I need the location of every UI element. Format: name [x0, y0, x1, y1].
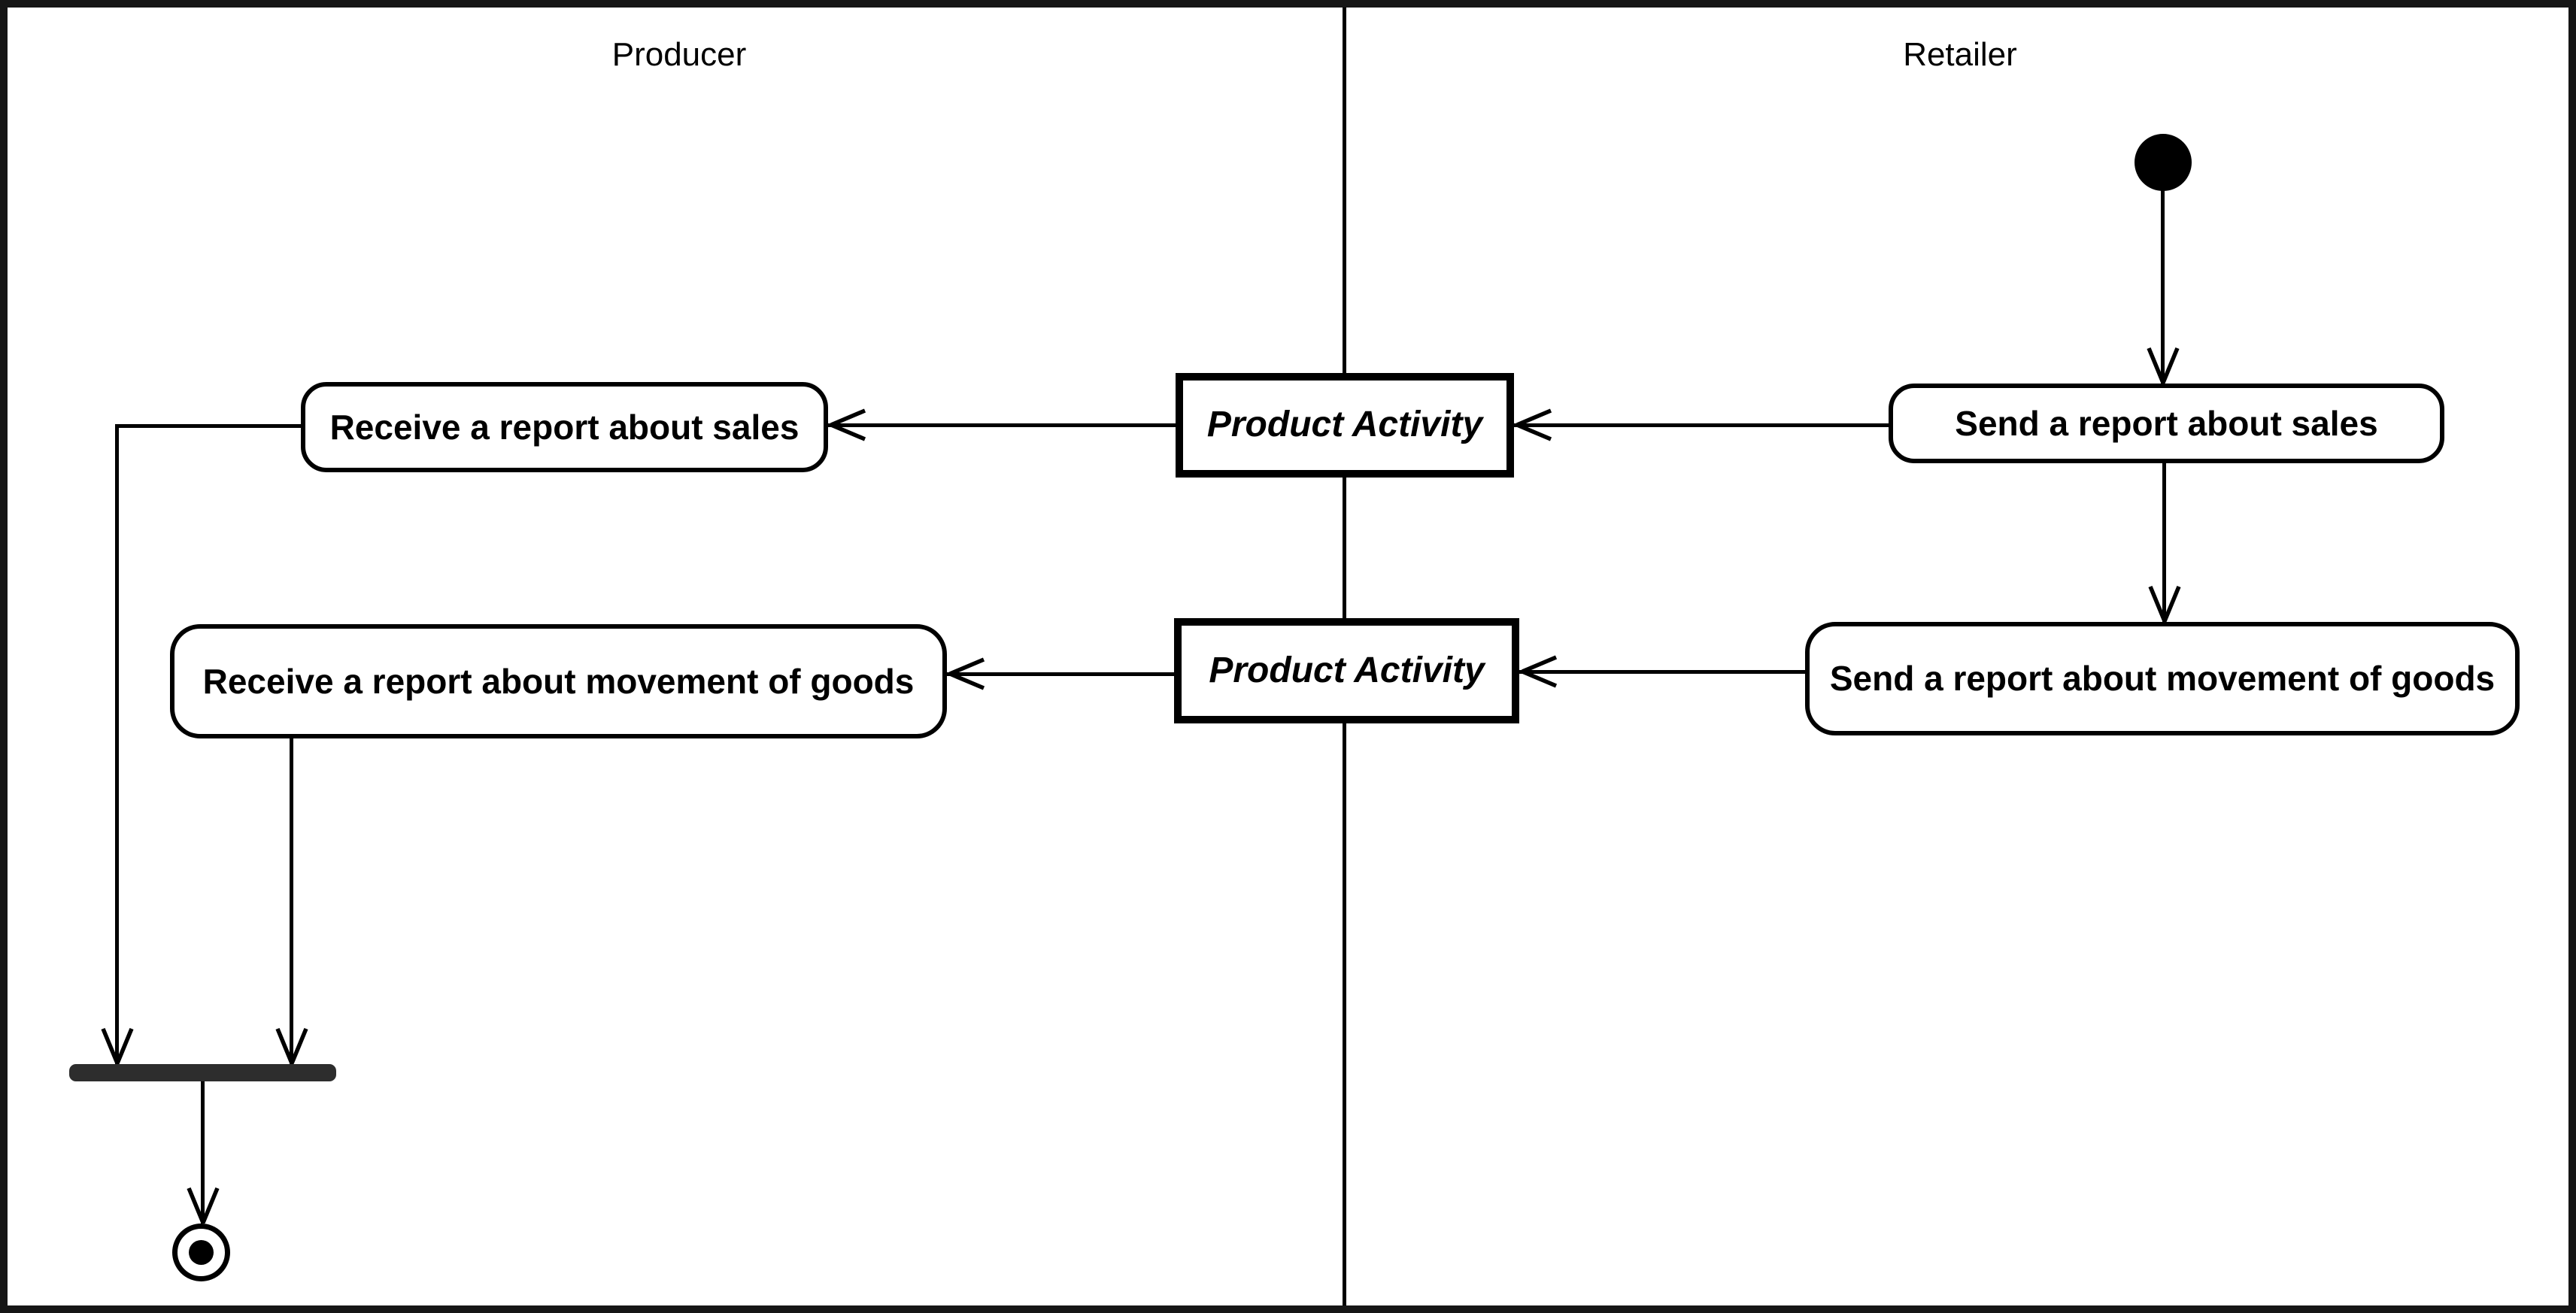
initial-node [2135, 134, 2192, 191]
edge-product-activity-2-to-receive-goods [947, 672, 1174, 676]
action-label: Send a report about sales [1955, 403, 2378, 443]
arrowhead-down-icon [2147, 346, 2180, 385]
edge-receive-sales-to-join-vertical [115, 424, 119, 1064]
final-node [172, 1224, 230, 1281]
edge-start-to-send-sales [2161, 190, 2165, 384]
action-label: Send a report about movement of goods [1829, 659, 2496, 699]
edge-receive-sales-to-join-horizontal [117, 424, 301, 428]
action-send-report-about-sales: Send a report about sales [1889, 384, 2444, 463]
object-node-label: Product Activity [1209, 650, 1485, 690]
join-synchronization-bar [69, 1064, 336, 1081]
arrowhead-down-icon [187, 1186, 220, 1225]
object-node-product-activity-2: Product Activity [1174, 618, 1519, 723]
arrowhead-down-icon [275, 1026, 308, 1066]
action-send-report-about-movement-of-goods: Send a report about movement of goods [1805, 622, 2520, 735]
action-label: Receive a report about movement of goods [202, 661, 915, 701]
lane-title-retailer: Retailer [1903, 36, 2017, 73]
arrowhead-left-icon [1514, 408, 1553, 441]
edge-receive-goods-to-join [290, 738, 293, 1064]
arrowhead-left-icon [828, 408, 867, 441]
object-node-product-activity-1: Product Activity [1176, 373, 1514, 478]
final-node-dot [189, 1240, 214, 1265]
arrowhead-left-icon [1519, 655, 1558, 688]
edge-send-sales-to-product-activity-1 [1514, 423, 1889, 427]
action-receive-report-about-sales: Receive a report about sales [301, 382, 828, 472]
object-node-label: Product Activity [1206, 405, 1483, 445]
lane-title-producer: Producer [611, 36, 747, 73]
edge-join-to-end [201, 1081, 205, 1224]
arrowhead-down-icon [2148, 584, 2181, 623]
action-receive-report-about-movement-of-goods: Receive a report about movement of goods [170, 624, 947, 738]
action-label: Receive a report about sales [329, 407, 800, 447]
arrowhead-down-icon [101, 1026, 134, 1066]
arrowhead-left-icon [947, 657, 986, 690]
edge-send-goods-to-product-activity-2 [1519, 670, 1805, 674]
edge-product-activity-1-to-receive-sales [828, 423, 1176, 427]
edge-send-sales-to-send-goods [2162, 463, 2166, 622]
